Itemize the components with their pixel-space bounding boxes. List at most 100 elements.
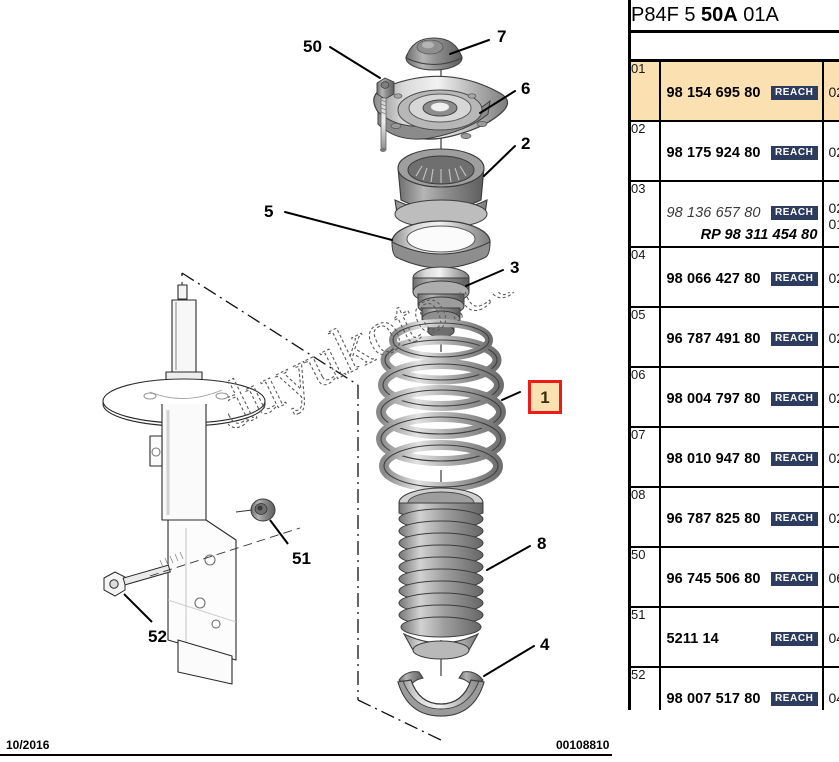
table-row[interactable]: 52 98 007 517 80 REACH 04 <box>628 667 839 710</box>
row-index: 51 <box>628 607 661 668</box>
reach-badge: REACH <box>770 206 818 220</box>
callout-7: 7 <box>497 27 507 46</box>
row-index: 04 <box>628 247 661 308</box>
reach-badge: REACH <box>770 332 818 346</box>
quantity-list: 04 <box>824 608 839 646</box>
row-index: 52 <box>628 667 661 710</box>
quantity-list: 02 <box>824 122 839 160</box>
quantity-value: 02 <box>828 270 839 286</box>
part-reference-cell[interactable]: 96 745 506 80 REACH <box>659 547 824 608</box>
quantity-list: 02 <box>824 428 839 466</box>
row-index: 50 <box>628 547 661 608</box>
callout-50: 50 <box>303 37 322 56</box>
part-reference-line: 96 787 491 80 REACH <box>661 328 822 350</box>
row-index: 03 <box>628 181 661 248</box>
quantity-list: 02 <box>824 488 839 526</box>
quantity-list: 02 <box>824 308 839 346</box>
part-number: 96 745 506 80 <box>666 571 761 587</box>
table-blank-row <box>627 30 839 62</box>
quantity-list: 06 <box>824 548 839 586</box>
part-reference-cell[interactable]: 98 007 517 80 REACH <box>659 667 824 710</box>
callout-8: 8 <box>537 534 547 553</box>
part-number: 98 175 924 80 <box>666 145 761 161</box>
quantity-value: 04 <box>828 690 839 706</box>
part-number: 96 787 825 80 <box>666 511 761 527</box>
callout-6: 6 <box>521 79 531 98</box>
quantity-cell: 02 <box>822 60 839 122</box>
row-index: 07 <box>628 427 661 488</box>
reach-badge: REACH <box>770 572 818 586</box>
quantity-value: 02 <box>828 84 839 100</box>
quantity-cell: 02 <box>822 367 839 428</box>
callout-1-label: 1 <box>540 387 550 407</box>
quantity-cell: 02 <box>822 121 839 182</box>
row-index: 05 <box>628 307 661 368</box>
callout-2: 2 <box>521 134 531 153</box>
part-reference-line: 98 007 517 80 REACH <box>661 688 821 710</box>
part-reference-line: RP 98 311 454 80 <box>661 224 822 246</box>
quantity-list: 02 <box>824 62 839 100</box>
title-prefix: P84F 5 <box>631 3 702 26</box>
part-reference-cell[interactable]: 98 175 924 80 REACH <box>659 121 824 182</box>
part-reference-line: 98 066 427 80 REACH <box>661 268 822 290</box>
part-number: 96 787 491 80 <box>666 331 761 347</box>
row-index: 08 <box>628 487 661 548</box>
callout-1-highlighted[interactable]: 1 <box>528 380 562 414</box>
quantity-cell: 06 <box>822 547 839 608</box>
reach-badge: REACH <box>770 272 818 286</box>
part-reference-line: 96 745 506 80 REACH <box>661 568 822 590</box>
quantity-cell: 02 <box>822 427 839 488</box>
part-reference-cell[interactable]: 96 787 491 80 REACH <box>659 307 824 368</box>
quantity-value: 04 <box>828 630 839 646</box>
quantity-cell: 0201 <box>822 181 839 248</box>
quantity-cell: 02 <box>822 247 839 308</box>
footer-date: 10/2016 <box>6 738 50 752</box>
reach-badge: REACH <box>770 146 818 160</box>
quantity-cell: 02 <box>822 487 839 548</box>
table-row[interactable]: 50 96 745 506 80 REACH 06 <box>628 547 839 608</box>
footer-divider <box>0 754 612 756</box>
reach-badge: REACH <box>770 632 818 646</box>
quantity-value: 02 <box>828 330 839 346</box>
part-number: 98 007 517 80 <box>666 691 761 707</box>
title-suffix: 01A <box>737 3 779 26</box>
callout-4: 4 <box>540 635 550 654</box>
quantity-list: 02 <box>824 368 839 406</box>
reach-badge: REACH <box>770 452 818 466</box>
part-number: 98 154 695 80 <box>666 85 761 101</box>
table-row[interactable]: 04 98 066 427 80 REACH 02 <box>628 247 839 308</box>
part-reference-line: 98 175 924 80 REACH <box>661 142 822 164</box>
quantity-value: 02 <box>828 390 839 406</box>
part-reference-cell[interactable]: 98 066 427 80 REACH <box>659 247 824 308</box>
part-number: RP 98 311 454 80 <box>700 227 818 243</box>
reach-badge: REACH <box>770 692 818 706</box>
part-number: 98 066 427 80 <box>666 271 761 287</box>
table-row[interactable]: 05 96 787 491 80 REACH 02 <box>628 307 839 368</box>
part-number: 98 004 797 80 <box>666 391 761 407</box>
suspension-strut-diagram <box>102 37 535 743</box>
quantity-cell: 02 <box>822 307 839 368</box>
quantity-value: 02 <box>828 200 839 216</box>
